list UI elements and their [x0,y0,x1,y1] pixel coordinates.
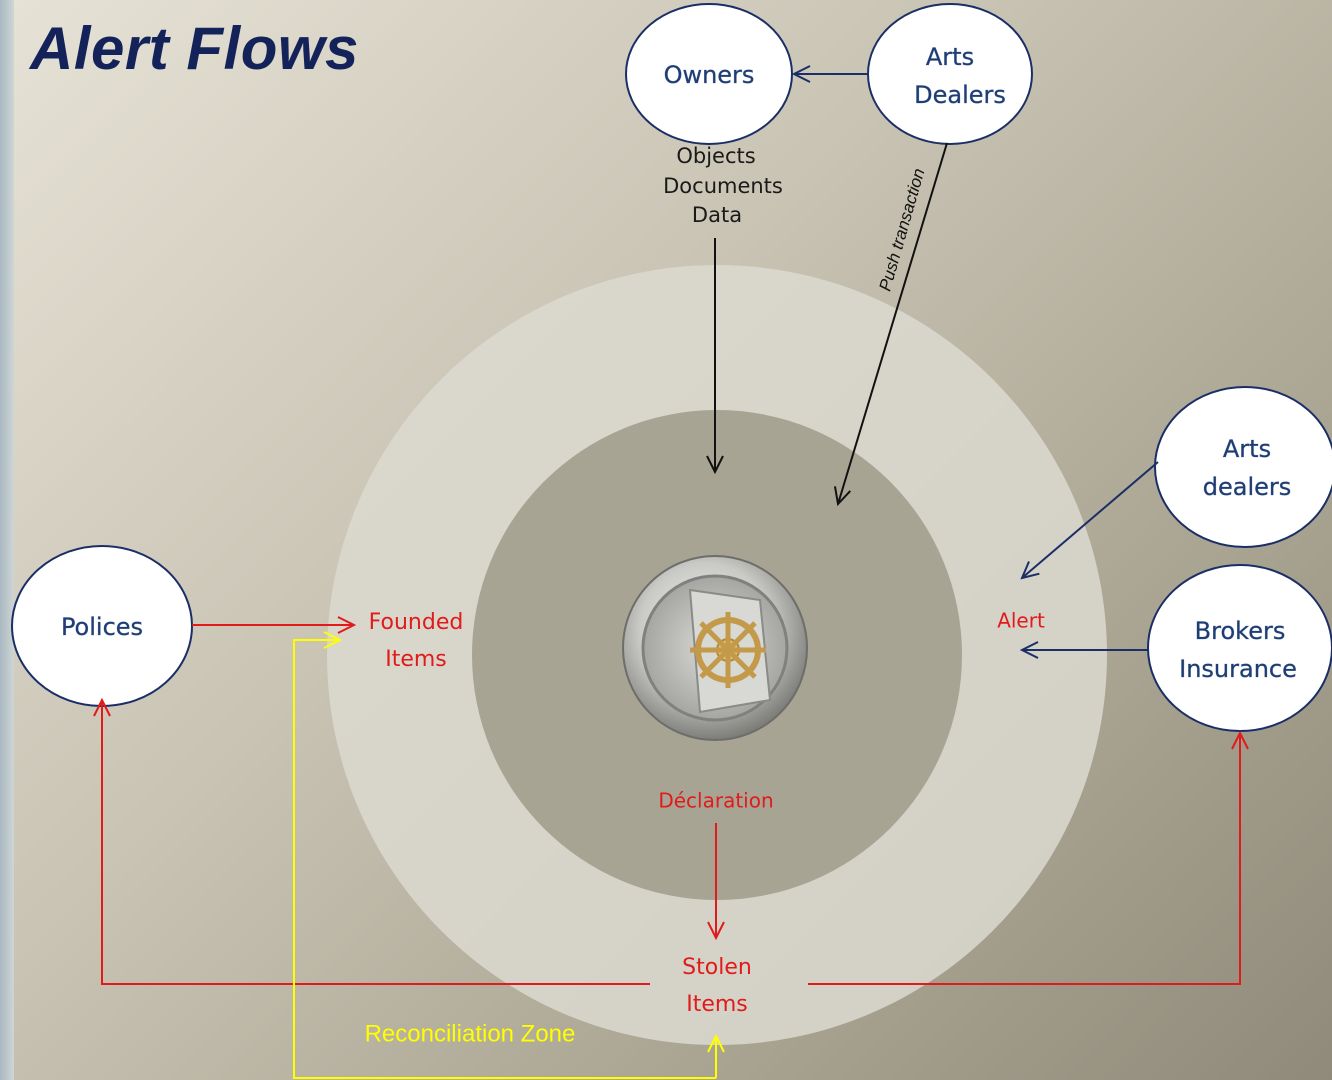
label-alert: Alert [997,609,1045,633]
label-reconciliation-zone: Reconciliation Zone [365,1020,576,1047]
label-founded: Founded [369,610,464,635]
node-arts-dealers-top-line1: Arts [926,43,974,71]
node-polices: Polices [11,545,193,707]
arrow-reconciliation-to-founded [293,640,716,1079]
node-owners: Owners [625,3,793,145]
node-arts-dealers-right-line1: Arts [1223,435,1271,463]
arrow-stolen-to-brokers [808,733,1240,985]
node-owners-label: Owners [664,61,755,89]
node-brokers-insurance: Brokers Insurance [1147,564,1332,732]
label-documents: Documents [663,174,783,198]
label-founded-items: Items [385,647,447,672]
node-brokers-line2: Insurance [1179,655,1297,683]
node-brokers-line1: Brokers [1195,617,1286,645]
arrow-push-transaction [838,142,948,504]
node-arts-dealers-top-line2: Dealers [914,81,1006,109]
node-arts-dealers-right: Arts dealers [1154,386,1332,548]
node-arts-dealers-top: Arts Dealers [867,3,1033,145]
vault-door-icon [622,555,808,741]
arrow-arts-dealers-to-alert [1022,461,1159,578]
label-objects: Objects [676,144,755,168]
label-stolen-items: Items [686,992,748,1017]
arrow-stolen-to-polices [102,700,650,985]
node-polices-label: Polices [61,613,143,641]
label-declaration: Déclaration [658,789,773,813]
page-title: Alert Flows [30,15,359,82]
label-data: Data [692,203,742,227]
node-arts-dealers-right-line2: dealers [1203,473,1292,501]
label-stolen: Stolen [682,955,752,980]
left-edge-strip [0,0,14,1080]
